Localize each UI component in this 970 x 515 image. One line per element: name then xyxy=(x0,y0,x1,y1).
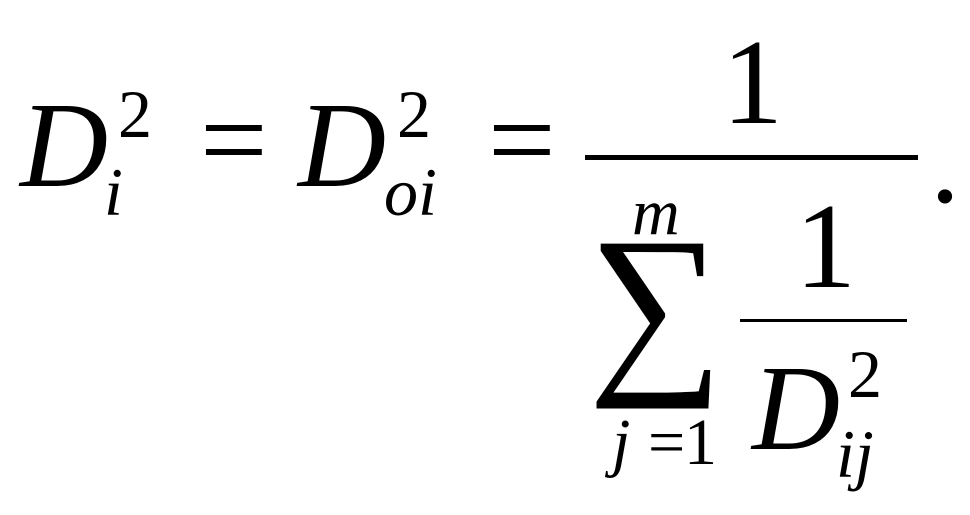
inner-fraction-numerator: 1 xyxy=(795,179,856,314)
fraction-numerator: 1 xyxy=(722,15,783,150)
inner-denominator-superscript: 2 xyxy=(848,336,882,412)
middle-subscript: oi xyxy=(384,154,437,230)
lhs-base: D xyxy=(20,78,109,213)
terminal-period: . xyxy=(930,95,960,228)
sum-symbol: ∑ xyxy=(588,200,724,410)
fraction-bar xyxy=(585,155,918,160)
inner-denominator-base: D xyxy=(752,341,841,476)
lhs-superscript: 2 xyxy=(118,76,152,152)
inner-denominator-subscript: ij xyxy=(836,416,874,492)
lhs-subscript: i xyxy=(104,154,123,230)
sum-lower-variable: j xyxy=(612,406,631,479)
equals-sign-1: = xyxy=(200,73,268,206)
middle-superscript: 2 xyxy=(397,76,431,152)
sum-lower-value: 1 xyxy=(684,406,717,479)
middle-base: D xyxy=(298,78,387,213)
sum-upper-limit: m xyxy=(632,176,680,249)
sum-lower-equals: = xyxy=(648,406,686,479)
inner-fraction-bar xyxy=(740,319,907,322)
equals-sign-2: = xyxy=(488,73,556,206)
